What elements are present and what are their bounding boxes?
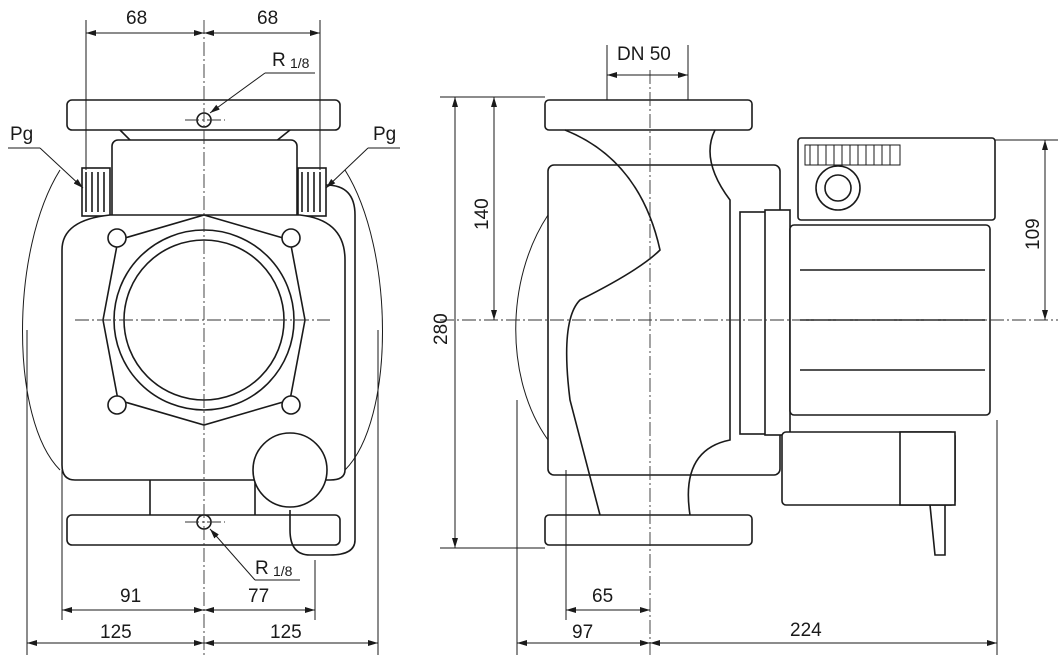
dim-height-109: 109 [1023,218,1044,250]
top-housing [111,139,298,221]
vent-bottom-fraction: 1/8 [273,563,293,579]
pressure-left-label: Pg [10,124,33,145]
side-top-flange [544,99,753,131]
front-dimensions: 68 68 R 1/8 Pg Pg R 1/8 91 77 125 125 [8,8,400,655]
dim-depth-97: 97 [572,622,593,643]
pressure-right-label: Pg [373,124,396,145]
dim-top-right: 68 [257,8,278,29]
dim-height-280: 280 [431,313,452,345]
capacitor [252,432,328,508]
front-view [22,20,383,655]
vent-bottom-label: R [255,558,269,579]
vent-top-label: R [272,50,286,71]
speed-selector-knob-icon [815,165,861,211]
dim-length-224: 224 [790,620,822,641]
dim-bottom-right-inner: 77 [248,586,269,607]
dim-bottom-right-outer: 125 [270,622,302,643]
outer-contour-left [22,169,61,471]
side-view [440,70,1058,655]
dim-top-left: 68 [126,8,147,29]
side-bottom-flange [544,514,753,546]
outer-contour-right [344,169,383,471]
dim-dn50: DN 50 [617,44,671,65]
capillary-tube [289,184,356,556]
dim-height-140: 140 [472,198,493,230]
dim-foot-65: 65 [592,586,613,607]
vent-top-fraction: 1/8 [290,55,310,71]
side-dimensions: DN 50 280 140 109 65 97 224 [431,44,1058,655]
dim-bottom-left-outer: 125 [100,622,132,643]
dim-bottom-left-inner: 91 [120,586,141,607]
